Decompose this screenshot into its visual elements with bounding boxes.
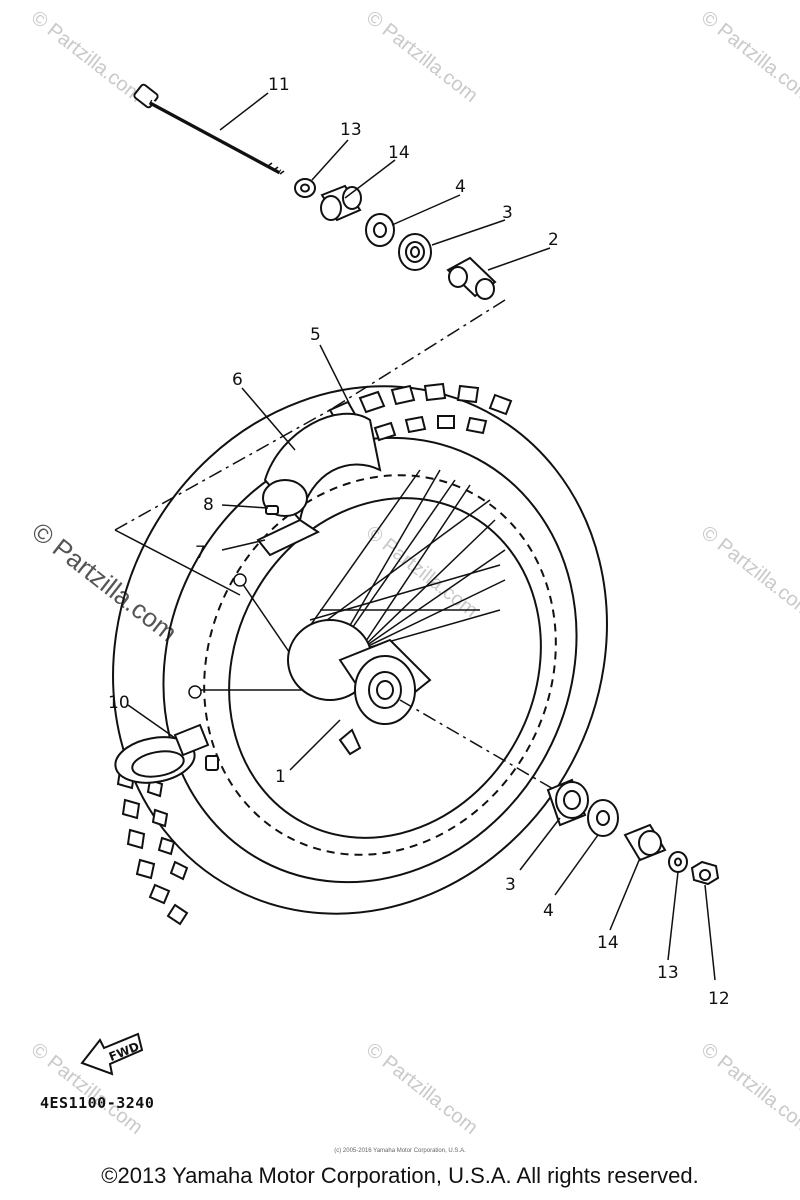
watermark-mid-right: © Partzilla.com — [697, 522, 800, 622]
callout-5: 5 — [310, 325, 321, 345]
watermark-top-center: © Partzilla.com — [362, 7, 482, 107]
callout-leaders — [127, 92, 716, 981]
watermark-bottom-right: © Partzilla.com — [697, 1039, 800, 1139]
callout-12: 12 — [708, 989, 730, 1009]
hub-part — [287, 619, 432, 756]
callout-13-bottom: 13 — [657, 963, 679, 983]
watermark-top-right: © Partzilla.com — [697, 7, 800, 107]
tire-part — [112, 382, 608, 926]
assembly-lines — [114, 299, 556, 791]
small-copyright: (c) 2005-2016 Yamaha Motor Corporation, … — [334, 1148, 466, 1154]
forward-arrow-icon: FWD — [80, 1032, 144, 1076]
callout-8: 8 — [203, 495, 214, 515]
watermark-bottom-center: © Partzilla.com — [362, 1039, 482, 1139]
callout-11: 11 — [268, 75, 290, 95]
callout-13-top: 13 — [340, 120, 362, 140]
callout-14-bottom: 14 — [597, 933, 619, 953]
lower-hub-hardware — [546, 778, 720, 886]
callout-14-top: 14 — [388, 143, 410, 163]
rim-band-part — [256, 412, 382, 557]
watermark-left-large: © Partzilla.com — [26, 516, 183, 648]
copyright-notice: ©2013 Yamaha Motor Corporation, U.S.A. A… — [101, 1163, 699, 1188]
diagram-part-number: 4ES1100-3240 — [40, 1094, 155, 1112]
callout-4-top: 4 — [455, 177, 466, 197]
upper-hub-hardware — [294, 178, 497, 300]
watermark-top-left: © Partzilla.com — [27, 7, 147, 107]
tube-valve-part — [114, 723, 219, 784]
callout-1: 1 — [275, 767, 286, 787]
callout-3-bottom: 3 — [505, 875, 516, 895]
callout-4-bottom: 4 — [543, 901, 554, 921]
callout-labels: 11 13 14 4 3 2 5 6 8 7 10 1 3 4 14 13 12 — [108, 75, 730, 1009]
callout-2: 2 — [548, 230, 559, 250]
axle-part — [133, 83, 285, 175]
callout-7: 7 — [195, 543, 206, 563]
callout-3-top: 3 — [502, 203, 513, 223]
callout-10: 10 — [108, 693, 130, 713]
callout-6: 6 — [232, 370, 243, 390]
watermarks: © Partzilla.com © Partzilla.com © Partzi… — [26, 7, 800, 1139]
